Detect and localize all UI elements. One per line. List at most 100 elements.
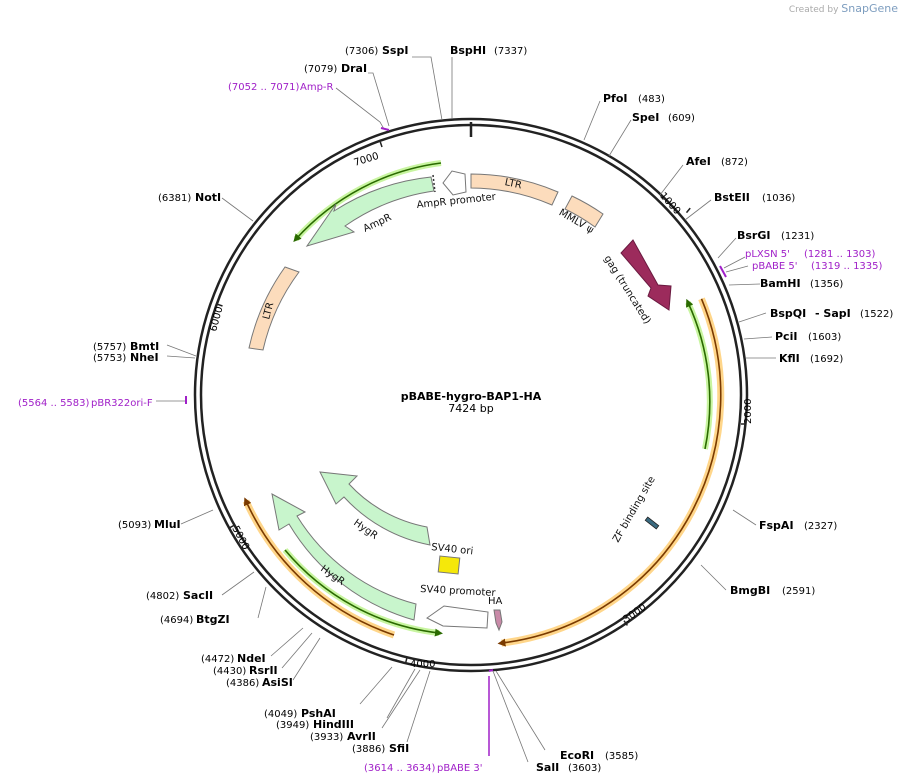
enzyme-pos-sali: (3603) — [568, 763, 601, 774]
enzyme-nhei[interactable]: NheI — [130, 351, 159, 364]
enzyme-pos-hindiii: (3949) — [276, 720, 309, 731]
feature-ltr-top[interactable] — [470, 173, 559, 206]
primer-pbabe5[interactable]: pBABE 5' — [752, 261, 798, 272]
feature-ampr-promoter[interactable] — [442, 170, 467, 196]
feature-label-ltr-top: LTR — [504, 177, 523, 191]
enzyme-asisi[interactable]: AsiSI — [262, 676, 293, 689]
feature-ha[interactable] — [493, 609, 503, 632]
enzyme-sspi[interactable]: SspI — [382, 44, 408, 57]
enzyme-bspqi[interactable]: BspQI — [770, 307, 806, 320]
enzyme-pos-ecori: (3585) — [605, 751, 638, 762]
enzyme-pos-avrii: (3933) — [310, 732, 343, 743]
enzyme-pos-rsrii: (4430) — [213, 666, 246, 677]
enzyme-pos-bsteii: (1036) — [762, 193, 795, 204]
tick-label-4000: 4000 — [410, 659, 435, 670]
feature-gag[interactable] — [620, 239, 672, 311]
enzyme-bmti[interactable]: BmtI — [130, 340, 159, 353]
enzyme-btgzi[interactable]: BtgZI — [196, 613, 230, 626]
enzyme-pos-fspai: (2327) — [804, 521, 837, 532]
enzyme-pos-bamhi: (1356) — [810, 279, 843, 290]
enzyme-pos-noti: (6381) — [158, 193, 191, 204]
primer-pbr322ori[interactable]: pBR322ori-F — [91, 398, 153, 409]
plasmid-name: pBABE-hygro-BAP1-HA — [401, 390, 542, 403]
enzyme-spei[interactable]: SpeI — [632, 111, 659, 124]
enzyme-pos-bspqi: (1522) — [860, 309, 893, 320]
feature-ampr[interactable] — [305, 176, 435, 247]
enzyme-pos-sfii: (3886) — [352, 744, 385, 755]
enzyme-mlui[interactable]: MluI — [154, 518, 181, 531]
primer-range-pbabe5: (1319 .. 1335) — [811, 261, 883, 272]
enzyme-pos-sspi: (7306) — [345, 46, 378, 57]
feature-sv40-ori[interactable] — [437, 555, 461, 575]
enzyme-avrii[interactable]: AvrII — [347, 730, 376, 743]
enzyme-pos-drai: (7079) — [304, 64, 337, 75]
enzyme-bsrgi[interactable]: BsrGI — [737, 229, 770, 242]
primer-markers — [156, 87, 749, 756]
enzyme-pos-bsphi: (7337) — [494, 46, 527, 57]
enzyme-pos-bmti: (5757) — [93, 342, 126, 353]
enzyme-pos-pfoi: (483) — [638, 94, 665, 105]
tick-label-7000: 7000 — [353, 151, 381, 169]
enzyme-ndei[interactable]: NdeI — [237, 652, 266, 665]
primer-plxsn5[interactable]: pLXSN 5' — [745, 249, 790, 260]
enzyme-pos-nhei: (5753) — [93, 353, 126, 364]
enzyme-leaders — [166, 56, 776, 763]
enzyme-afei[interactable]: AfeI — [686, 155, 711, 168]
feature-label-sv40-ori: SV40 ori — [431, 542, 474, 557]
credit-prefix: Created by — [788, 5, 839, 15]
primer-labels: (7052 .. 7071) Amp-R pLXSN 5' (1281 .. 1… — [18, 82, 883, 774]
enzyme-pshai[interactable]: PshAI — [301, 707, 336, 720]
primer-pbabe3[interactable]: pBABE 3' — [437, 763, 483, 774]
feature-mmlv-psi[interactable] — [564, 195, 604, 228]
feature-zf-site[interactable] — [644, 516, 660, 530]
feature-label-ltr-left: LTR — [261, 301, 276, 321]
feature-shapes — [248, 170, 672, 632]
feature-label-zf: ZF binding site — [611, 475, 658, 545]
enzyme-pos-ndei: (4472) — [201, 654, 234, 665]
enzyme-bsphi[interactable]: BspHI — [450, 44, 486, 57]
enzyme-noti[interactable]: NotI — [195, 191, 221, 204]
enzyme-fspai[interactable]: FspAI — [759, 519, 794, 532]
enzyme-sali[interactable]: SalI — [536, 761, 559, 774]
enzyme-pos-bmgbi: (2591) — [782, 586, 815, 597]
feature-hygr-inner[interactable] — [319, 471, 431, 546]
enzyme-sfii[interactable]: SfiI — [389, 742, 409, 755]
enzyme-pos-asisi: (4386) — [226, 678, 259, 689]
enzyme-pos-bsrgi: (1231) — [781, 231, 814, 242]
credit-brand: SnapGene — [841, 2, 898, 15]
enzyme-pfoi[interactable]: PfoI — [603, 92, 628, 105]
feature-hygr-outer[interactable] — [271, 493, 417, 621]
primer-range-pbr322ori: (5564 .. 5583) — [18, 398, 90, 409]
enzyme-ecori[interactable]: EcoRI — [560, 749, 594, 762]
enzyme-bsteii[interactable]: BstEII — [714, 191, 750, 204]
plasmid-size: 7424 bp — [448, 402, 493, 415]
enzyme-drai[interactable]: DraI — [341, 62, 367, 75]
feature-sv40-promoter[interactable] — [426, 605, 489, 629]
enzyme-hindiii[interactable]: HindIII — [313, 718, 354, 731]
enzyme-pos-sacii: (4802) — [146, 591, 179, 602]
feature-label-sv40-promoter: SV40 promoter — [420, 584, 497, 599]
enzyme-pos-pshai: (4049) — [264, 709, 297, 720]
orf-arcs — [242, 160, 725, 647]
feature-ltr-left[interactable] — [248, 266, 300, 351]
feature-label-ha: HA — [488, 596, 503, 607]
enzyme-kfli[interactable]: KflI — [779, 352, 800, 365]
enzyme-sacii[interactable]: SacII — [183, 589, 213, 602]
enzyme-sapi[interactable]: - SapI — [815, 307, 851, 320]
enzyme-bmgbi[interactable]: BmgBI — [730, 584, 770, 597]
enzyme-pos-pcii: (1603) — [808, 332, 841, 343]
primer-ampr[interactable]: Amp-R — [300, 82, 334, 93]
enzyme-rsrii[interactable]: RsrII — [249, 664, 278, 677]
enzyme-pos-afei: (872) — [721, 157, 748, 168]
snapgene-credit: Created by SnapGene — [789, 2, 898, 15]
enzyme-labels: (7306) SspI BspHI (7337) (7079) DraI Pfo… — [93, 44, 893, 774]
enzyme-pos-kfli: (1692) — [810, 354, 843, 365]
feature-label-ampr: AmpR — [362, 212, 394, 235]
enzyme-pos-mlui: (5093) — [118, 520, 151, 531]
tick-label-2000: 2000 — [743, 399, 754, 424]
enzyme-pcii[interactable]: PciI — [775, 330, 797, 343]
enzyme-bamhi[interactable]: BamHI — [760, 277, 801, 290]
primer-range-plxsn5: (1281 .. 1303) — [804, 249, 876, 260]
tick-label-6000: 6000 — [208, 305, 225, 332]
